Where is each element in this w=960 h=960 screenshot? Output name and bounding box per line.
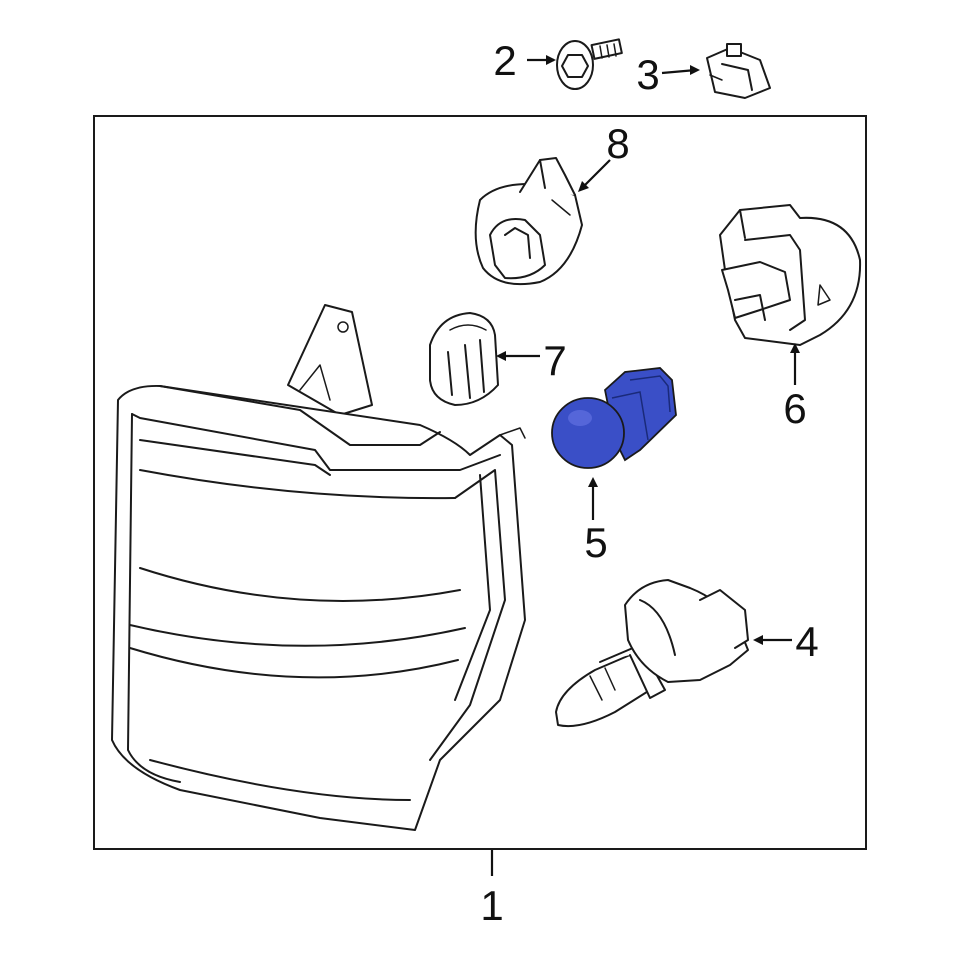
callout-4: 4 — [795, 618, 818, 665]
callout-2: 2 — [493, 37, 516, 84]
socket-icon[interactable] — [474, 157, 583, 286]
callout-1: 1 — [480, 882, 503, 929]
callout-5: 5 — [584, 519, 607, 566]
wedge-bulb-icon[interactable] — [429, 312, 499, 406]
leader-lines — [490, 55, 800, 876]
bolt-icon[interactable] — [556, 38, 623, 90]
bulb-socket-icon[interactable] — [719, 204, 862, 346]
callout-6: 6 — [783, 385, 806, 432]
callout-7: 7 — [543, 337, 566, 384]
park-lamp-bulb-icon[interactable] — [551, 367, 677, 469]
headlamp-bulb-icon[interactable] — [555, 579, 749, 728]
assembly-frame — [93, 115, 867, 850]
callout-3: 3 — [636, 51, 659, 98]
headlamp-assembly-icon[interactable] — [111, 304, 526, 831]
clip-nut-icon[interactable] — [706, 43, 771, 99]
callout-8: 8 — [606, 120, 629, 167]
